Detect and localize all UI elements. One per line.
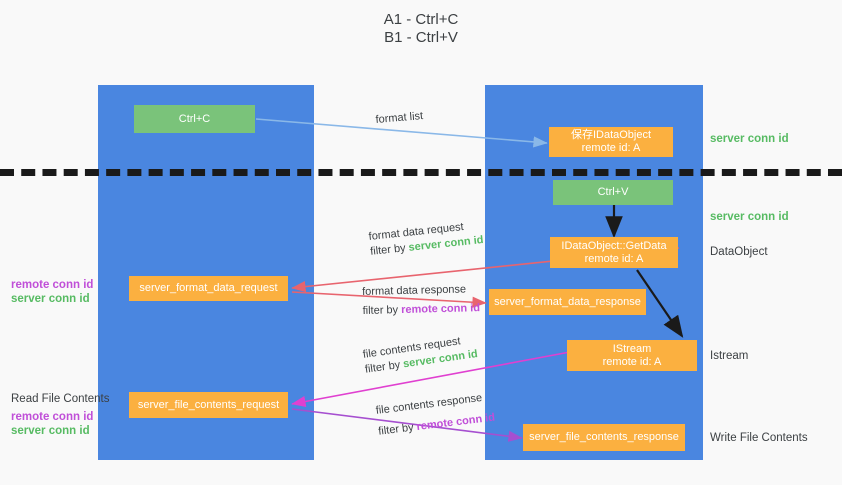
annotation-file-contents-response: file contents response filter by remote … xyxy=(375,390,496,440)
box-server-file-contents-request[interactable]: server_file_contents_request xyxy=(129,392,288,418)
annotation-format-data-response-line1: format data response xyxy=(362,283,467,298)
label-remote-conn-id-1: remote conn id xyxy=(11,279,94,291)
box-server-file-contents-response-label: server_file_contents_response xyxy=(529,431,679,443)
box-ctrl-c-label: Ctrl+C xyxy=(178,112,211,125)
label-server-conn-id-1: server conn id xyxy=(11,293,90,305)
annotation-fcresp-filter-prefix: filter by xyxy=(377,421,418,438)
box-getdata-line2: remote id: A xyxy=(584,252,644,265)
annotation-format-list: format list xyxy=(375,109,424,128)
annotation-fcreq-filter-prefix: filter by xyxy=(364,358,405,376)
annotation-fcresp-filter-value: remote conn id xyxy=(415,411,496,434)
annotation-format-data-request: format data request filter by server con… xyxy=(368,218,484,260)
label-remote-conn-id-2: remote conn id xyxy=(11,411,94,423)
annotation-fdresp-filter-prefix: filter by xyxy=(362,304,402,317)
label-istream: Istream xyxy=(710,350,749,362)
box-getdata-line1: IDataObject::GetData xyxy=(561,239,667,252)
box-server-format-data-response[interactable]: server_format_data_response xyxy=(489,289,646,315)
phase-divider xyxy=(0,169,842,176)
label-server-conn-id-mid: server conn id xyxy=(710,211,789,223)
annotation-fdreq-filter-prefix: filter by xyxy=(369,241,410,258)
box-istream[interactable]: IStream remote id: A xyxy=(567,340,697,371)
label-read-file-contents: Read File Contents xyxy=(11,393,110,405)
label-server-conn-id-2: server conn id xyxy=(11,425,90,437)
box-istream-line2: remote id: A xyxy=(602,355,662,368)
diagram-title-line1: A1 - Ctrl+C xyxy=(383,11,459,28)
annotation-fdresp-filter: filter by remote conn id xyxy=(362,301,480,319)
diagram-title-line2: B1 - Ctrl+V xyxy=(384,29,458,46)
label-server-conn-id-top: server conn id xyxy=(710,133,789,145)
box-ctrl-c[interactable]: Ctrl+C xyxy=(134,105,255,133)
label-write-file-contents: Write File Contents xyxy=(710,432,808,444)
box-server-file-contents-response[interactable]: server_file_contents_response xyxy=(523,424,685,451)
annotation-format-data-response: format data response filter by remote co… xyxy=(362,282,480,319)
annotation-file-contents-request: file contents request filter by server c… xyxy=(362,332,479,378)
box-server-format-data-response-label: server_format_data_response xyxy=(494,295,641,308)
box-server-format-data-request[interactable]: server_format_data_request xyxy=(129,276,288,301)
box-idataobject-getdata[interactable]: IDataObject::GetData remote id: A xyxy=(550,237,678,268)
box-server-format-data-request-label: server_format_data_request xyxy=(139,282,278,294)
box-ctrl-v[interactable]: Ctrl+V xyxy=(553,180,673,205)
box-ctrl-v-label: Ctrl+V xyxy=(597,186,629,198)
label-dataobject: DataObject xyxy=(710,246,768,258)
annotation-fdresp-filter-value: remote conn id xyxy=(400,302,481,317)
box-server-file-contents-request-label: server_file_contents_request xyxy=(137,398,280,411)
box-save-idataobject-line1: 保存IDataObject xyxy=(570,129,652,141)
box-istream-line1: IStream xyxy=(612,342,652,355)
box-save-idataobject-line2: remote id: A xyxy=(581,142,641,154)
annotation-format-list-text: format list xyxy=(375,110,424,126)
box-save-idataobject[interactable]: 保存IDataObject remote id: A xyxy=(549,127,673,157)
